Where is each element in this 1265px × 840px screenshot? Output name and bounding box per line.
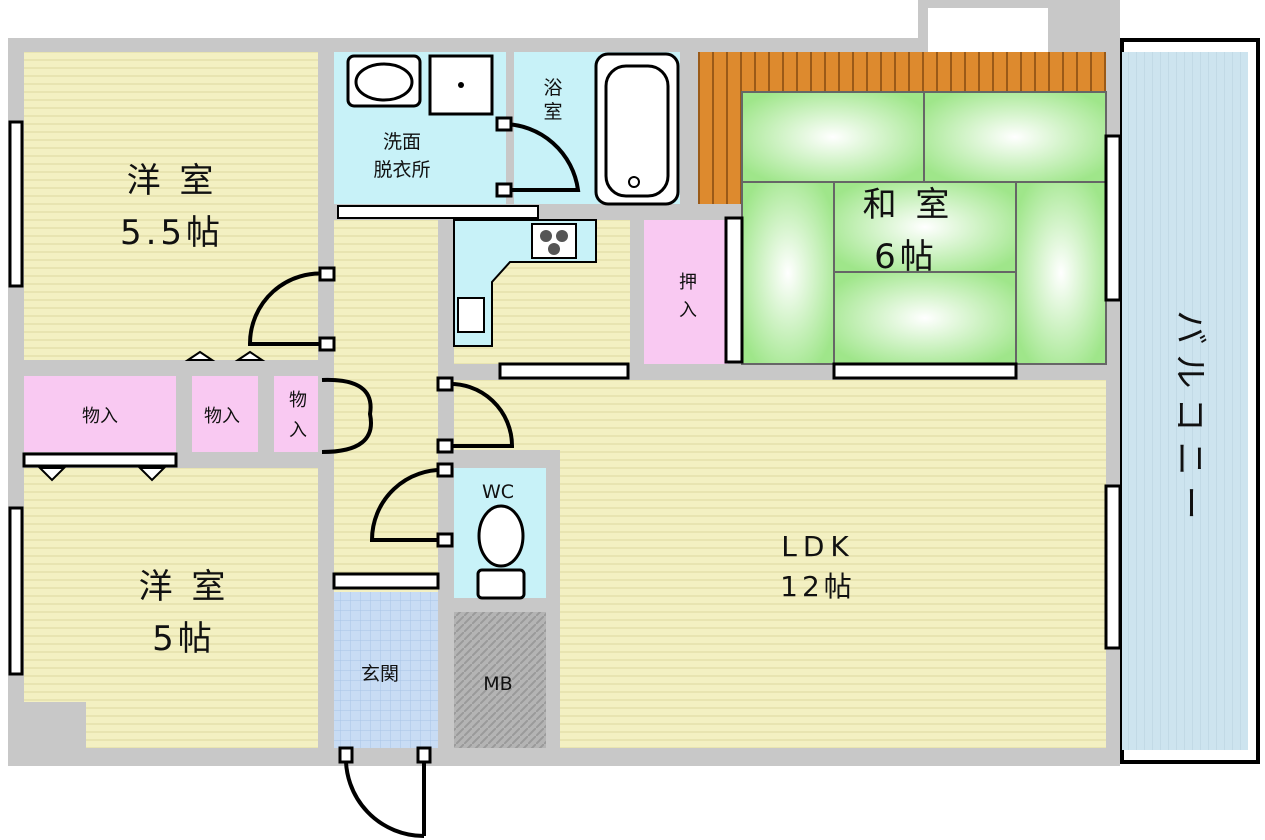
oshiire-label-2: 入 — [679, 300, 697, 321]
washroom-threshold — [337, 205, 539, 219]
closet-1-floor — [24, 376, 176, 452]
wc-label: WC — [482, 481, 514, 503]
washroom-label-1: 洗面 — [383, 131, 421, 153]
ldk-size: 12帖 — [780, 570, 856, 603]
japanese-room-size: 6帖 — [874, 237, 938, 277]
meter-box-label: MB — [483, 673, 512, 695]
kitchen-counter — [453, 219, 597, 347]
door-jambs — [318, 116, 513, 764]
ldk-name: LDK — [781, 530, 855, 563]
door-swings — [247, 122, 581, 839]
ldk-floor — [560, 450, 1106, 748]
entrance-label: 玄関 — [361, 663, 399, 685]
balcony-floor — [1122, 52, 1248, 750]
western-room-a-floor — [24, 52, 318, 360]
ldk-floor-top — [454, 380, 1106, 450]
wood-deck-side — [698, 52, 742, 204]
washroom-label-2: 脱衣所 — [373, 159, 430, 181]
bathtub-icon — [594, 52, 680, 206]
oshiire-label-1: 押 — [679, 272, 697, 293]
bathroom-label-2: 室 — [543, 101, 562, 123]
western-room-b-size: 5帖 — [152, 619, 216, 659]
closet-3-floor — [274, 376, 318, 452]
closet-door-markers — [37, 350, 266, 482]
kitchen-partition — [498, 362, 630, 380]
toilet-icon — [476, 504, 526, 600]
oshiire-floor — [644, 220, 728, 364]
hallway-floor — [334, 220, 438, 592]
shoe-step — [332, 572, 440, 590]
closet-3-label-1: 物 — [289, 390, 307, 411]
japanese-room-name: 和 室 — [863, 185, 954, 225]
windows — [8, 120, 1122, 676]
closet-2-label: 物入 — [204, 406, 240, 427]
wood-deck-top — [698, 52, 1106, 92]
washing-machine-icon — [428, 54, 494, 116]
meter-box-floor — [454, 612, 546, 748]
western-room-b-floor — [24, 468, 318, 748]
balcony-label: バルコニー — [1170, 310, 1210, 529]
closet-3-label-2: 入 — [289, 420, 307, 441]
closet-2-floor — [192, 376, 258, 452]
washbasin-icon — [346, 54, 422, 108]
western-room-a-size: 5.5帖 — [120, 213, 224, 253]
western-room-a-name: 洋 室 — [127, 161, 218, 201]
tatami-mats — [741, 91, 1107, 365]
column — [24, 702, 86, 748]
entrance-floor — [334, 592, 438, 748]
sink-icon — [457, 297, 485, 333]
closet-1-label: 物入 — [82, 406, 118, 427]
bathroom-label-1: 浴 — [543, 77, 562, 99]
western-room-b-name: 洋 室 — [139, 567, 230, 607]
